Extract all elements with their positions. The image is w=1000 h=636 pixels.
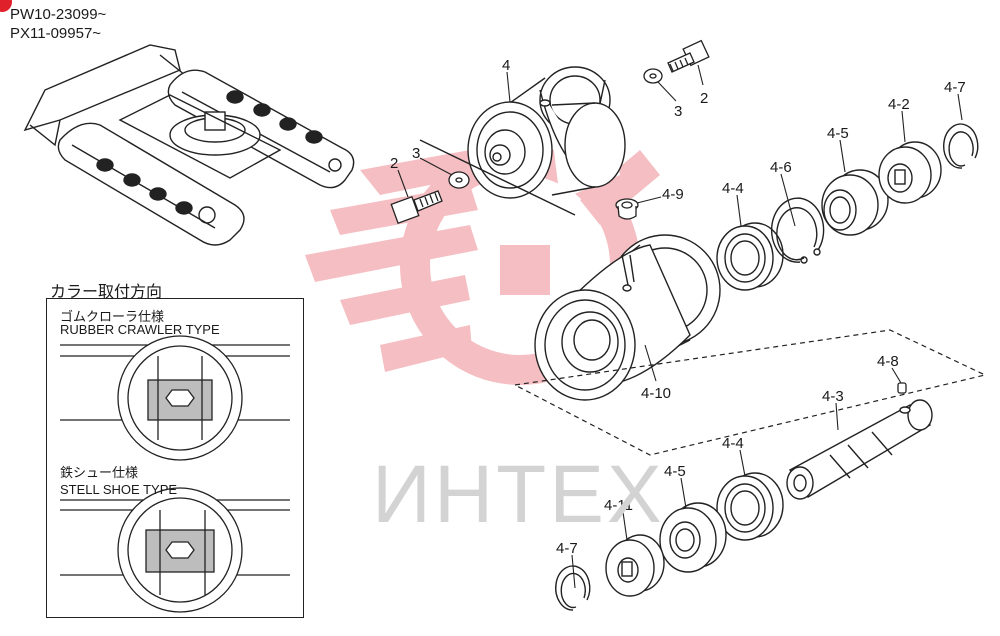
pin-icon [897,382,907,394]
washer-top-icon [643,68,663,84]
bearing-lower-icon [716,472,784,541]
callout-collar-upper: 4-2 [888,96,910,113]
callout-labels: 4 2 3 2 3 4-9 4-10 4-4 4-6 4-5 4-2 4-7 4… [390,57,966,557]
callout-shaft: 4-3 [822,388,844,405]
callout-pin: 4-8 [877,353,899,370]
plug-icon [615,198,639,220]
inset-box [46,298,304,618]
collar-upper-icon [878,141,942,204]
callout-plug: 4-9 [662,186,684,203]
bearing-upper-icon [716,222,784,291]
roller-body-icon [534,234,721,401]
callout-circlip-lower: 4-7 [556,540,578,557]
inset-steel-en: STELL SHOE TYPE [60,482,178,497]
callout-circlip-upper: 4-7 [944,79,966,96]
corner-badge-icon [0,0,12,12]
machine-sketch-icon [23,44,355,246]
callout-collar-lower: 4-11 [604,497,633,514]
seal-lower-icon [659,502,727,573]
callout-bearing-lower: 4-4 [722,435,744,452]
assembly-boundary [513,329,987,456]
callout-roller-top: 4 [502,57,510,74]
watermark-text: ИНТЕХ [372,449,665,540]
callout-snap-ring-upper: 4-6 [770,159,792,176]
serial-range-2: PX11-09957~ [10,25,102,42]
shaft-icon [786,399,933,500]
seal-upper-icon [821,169,889,236]
callout-washer-top: 3 [674,103,682,120]
callout-seal-lower: 4-5 [664,463,686,480]
bolt-top-icon [667,39,710,73]
circlip-upper-icon [943,123,979,169]
circlip-lower-icon [555,565,591,611]
inset-rubber-en: RUBBER CRAWLER TYPE [60,322,220,337]
inset-rubber-drawing [60,335,290,461]
inset-steel-jp: 鉄シュー仕様 [60,465,139,480]
callout-bearing-upper: 4-4 [722,180,744,197]
callout-screw-left: 2 [390,155,398,172]
callout-roller-body: 4-10 [641,385,671,402]
callout-seal-upper: 4-5 [827,125,849,142]
inset-rubber-jp: ゴムクローラ仕様 [60,309,165,324]
inset-steel-drawing [60,487,290,613]
bolt-left-icon [390,190,443,224]
leader-lines [397,64,963,589]
inset-title: カラー取付方向 [50,284,163,301]
washer-left-icon [448,171,470,189]
serial-range-1: PW10-23099~ [10,6,107,23]
snap-ring-upper-icon [770,197,825,264]
callout-washer-left: 3 [412,145,420,162]
collar-lower-icon [605,534,665,597]
callout-screw-top: 2 [700,90,708,107]
